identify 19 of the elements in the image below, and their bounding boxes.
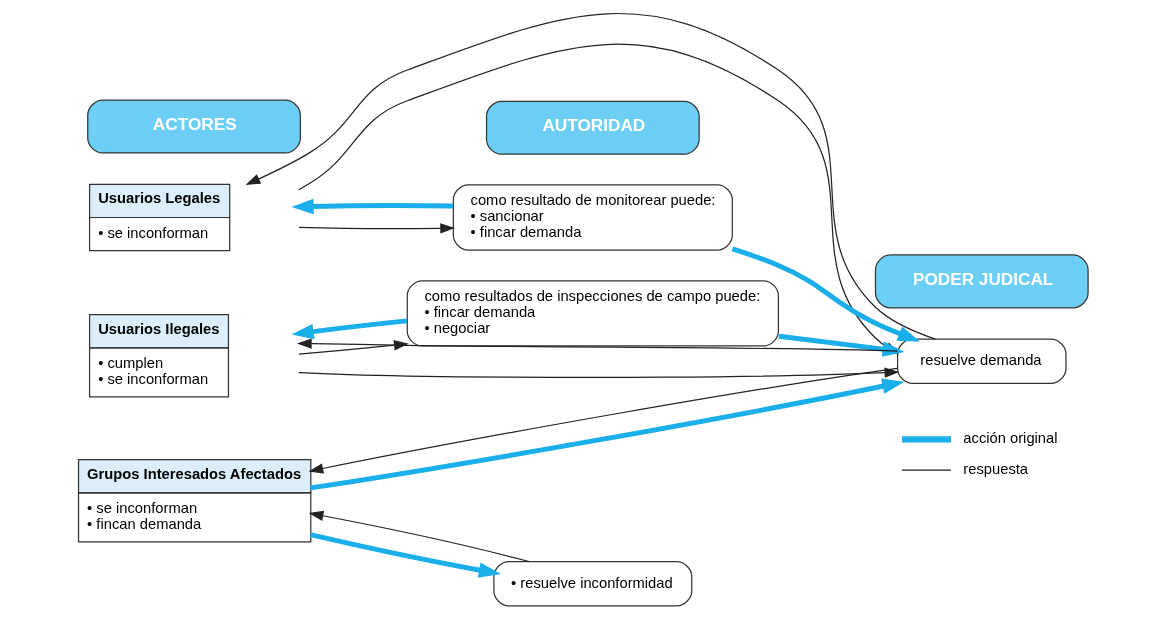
node-box: ACTORES — [87, 99, 301, 154]
arrow — [309, 532, 501, 578]
arrow — [298, 367, 900, 378]
node-box: resuelve demanda — [897, 338, 1067, 385]
node-box: • resuelve inconformidad — [493, 561, 693, 607]
arrow — [298, 223, 456, 234]
arrow — [308, 367, 898, 474]
node-box: como resultado de monitorear puede: • sancionar • fincar demanda — [452, 184, 733, 251]
arrow — [309, 378, 905, 491]
arrow — [731, 246, 920, 342]
node-box: PODER JUDICAL — [874, 254, 1089, 309]
legend-label: acción original — [963, 430, 1058, 447]
arrow — [308, 510, 530, 563]
arrow — [291, 318, 408, 340]
arrow — [245, 13, 936, 340]
node-box: AUTORIDAD — [485, 100, 700, 155]
node-box: como resultados de inspecciones de campo puede: • fincar demanda • negociar — [406, 280, 779, 347]
legend-label: respuesta — [963, 460, 1029, 477]
arrow — [291, 198, 454, 215]
